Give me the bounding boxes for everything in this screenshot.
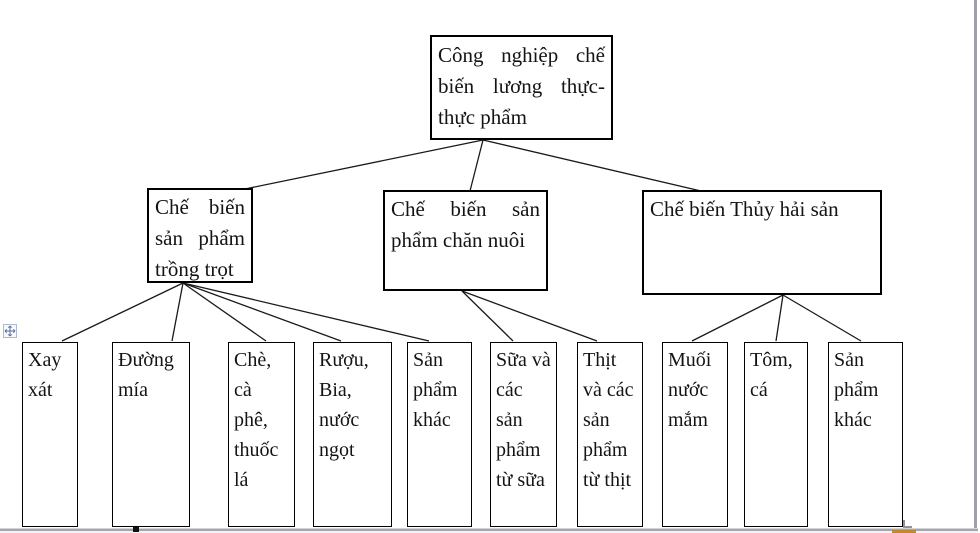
page-edge-horizontal (0, 528, 978, 531)
node-label: Xay xát (28, 349, 62, 401)
node-label: Đường mía (118, 349, 174, 401)
node-label: Sản phẩm khác (413, 349, 458, 431)
node-che-ca-phe-thuoc-la[interactable]: Chè, cà phê, thuốc lá (228, 342, 295, 527)
node-label: Chè, cà phê, thuốc lá (234, 349, 279, 491)
node-label: Sản phẩm khác (834, 349, 879, 431)
node-thuy-hai-san[interactable]: Chế biến Thủy hải sản (642, 190, 882, 295)
node-muoi-nuoc-mam[interactable]: Muối nước mắm (662, 342, 728, 527)
node-sua-san-pham-tu-sua[interactable]: Sữa và các sản phẩm từ sữa (490, 342, 557, 527)
canvas-resize-handle[interactable] (133, 527, 139, 532)
page-edge-vertical (974, 0, 977, 529)
node-root-label: Công nghiệp chế biến lương thực- thực ph… (438, 43, 605, 129)
move-object-icon[interactable] (3, 324, 17, 338)
node-san-pham-khac-1[interactable]: Sản phẩm khác (407, 342, 472, 527)
node-san-pham-khac-2[interactable]: Sản phẩm khác (828, 342, 903, 527)
four-way-arrow-icon (4, 325, 16, 337)
node-chan-nuoi[interactable]: Chế biến sản phẩm chăn nuôi (383, 190, 548, 291)
node-xay-xat[interactable]: Xay xát (22, 342, 78, 527)
node-duong-mia[interactable]: Đường mía (112, 342, 190, 527)
node-label: Tôm, cá (750, 349, 793, 401)
node-label: Chế biến Thủy hải sản (650, 197, 839, 221)
node-trong-trot[interactable]: Chế biến sản phẩm trồng trọt (147, 188, 253, 283)
node-root[interactable]: Công nghiệp chế biến lương thực- thực ph… (430, 35, 613, 140)
node-tom-ca[interactable]: Tôm, cá (744, 342, 808, 527)
node-label: Sữa và các sản phẩm từ sữa (496, 349, 551, 491)
node-thit-san-pham-tu-thit[interactable]: Thịt và các sản phẩm từ thịt (577, 342, 643, 527)
node-label: Thịt và các sản phẩm từ thịt (583, 349, 634, 491)
orange-marker (892, 530, 916, 533)
node-label: Rượu, Bia, nước ngọt (319, 349, 369, 461)
node-ruou-bia-nuoc-ngot[interactable]: Rượu, Bia, nước ngọt (313, 342, 392, 527)
canvas-corner-handle[interactable] (903, 520, 912, 528)
node-label: Chế biến sản phẩm trồng trọt (155, 195, 245, 281)
node-label: Chế biến sản phẩm chăn nuôi (391, 197, 540, 252)
page-margin-strip (0, 531, 978, 533)
node-label: Muối nước mắm (668, 349, 712, 431)
